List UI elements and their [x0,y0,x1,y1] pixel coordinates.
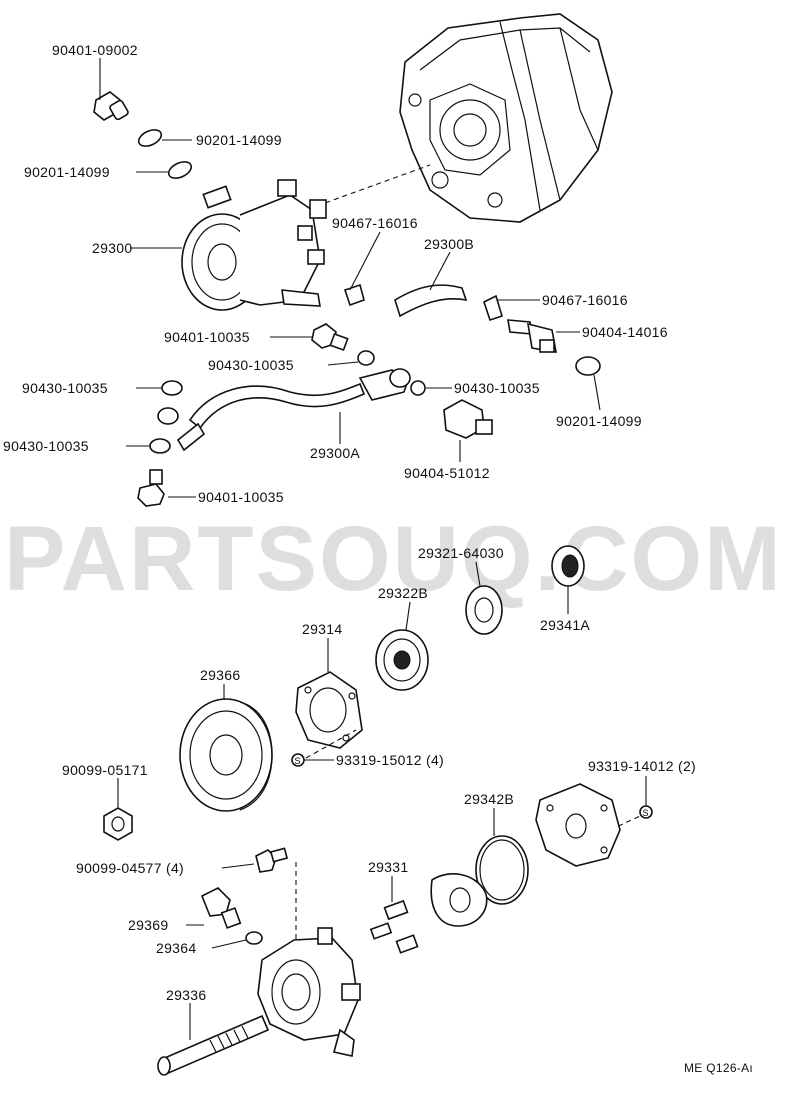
label-29366: 29366 [200,667,240,683]
label-93319-15012: 93319-15012 (4) [336,752,444,768]
union-bolt-90401-10035-b-shape [137,469,165,507]
label-29321-64030: 29321-64030 [418,545,504,561]
bolt-90099-04577-shape [255,847,289,873]
washer-90201-14099-a-shape [137,129,163,147]
label-29364: 29364 [156,940,196,956]
label-90430-10035-c: 90430-10035 [3,438,89,454]
union-bolt-90401-10035-a-shape [311,323,349,352]
pulley-29366-shape [179,698,273,812]
pump-housing-shape [257,927,361,1057]
clamp-90467-16016-a-shape [343,283,365,307]
label-90099-05171: 90099-05171 [62,762,148,778]
label-90201-14099-b: 90201-14099 [24,164,110,180]
leader-lines [99,58,647,1040]
label-93319-14012: 93319-14012 (2) [588,758,696,774]
label-90404-51012: 90404-51012 [404,465,490,481]
label-29300: 29300 [92,240,132,256]
label-90430-10035-d: 90430-10035 [454,380,540,396]
washer-29321-64030-shape [465,585,503,635]
label-90201-14099-a: 90201-14099 [196,132,282,148]
bearing-29322B-shape [375,629,429,691]
bracket-29314-shape [295,671,363,749]
label-29331: 29331 [368,859,408,875]
screw-93319-15012-dashed-line [305,729,357,759]
washer-90201-14099-b-shape [167,161,193,179]
hose-29300B-shape [394,284,468,318]
shaft-29336-shape [157,1014,270,1076]
label-29322B: 29322B [378,585,428,601]
label-90401-10035-a: 90401-10035 [164,329,250,345]
screw-s-glyph-2: S [643,808,649,818]
gasket-90430-10035-a-shape [357,350,375,366]
union-90404-51012-shape [443,399,493,439]
screw-93319-14012-dashed-line [609,815,641,831]
gasket-90430-10035-b2-shape [157,407,179,425]
label-90401-10035-b: 90401-10035 [198,489,284,505]
vane-parts-29331-shape [369,899,419,954]
label-29369: 29369 [128,917,168,933]
o-ring-29364-shape [245,931,263,945]
label-90467-16016-b: 90467-16016 [542,292,628,308]
gasket-90430-10035-c-shape [149,438,171,454]
nut-90099-05171-shape [103,807,133,841]
watermark: PARTSOUQ.COM [4,508,783,610]
bolt-90401-09002-shape [93,91,129,121]
label-90430-10035-b: 90430-10035 [22,380,108,396]
gasket-90430-10035-d-shape [410,380,426,396]
screw-s-glyph: S [295,756,301,766]
clamp-90467-16016-b-shape [483,294,503,322]
washer-90201-14099-c-shape [575,356,601,376]
label-29336: 29336 [166,987,206,1003]
rotor-cam-ring-shape [430,873,488,927]
label-90467-16016-a: 90467-16016 [332,215,418,231]
label-90401-09002: 90401-09002 [52,42,138,58]
label-90404-14016: 90404-14016 [582,324,668,340]
label-29314: 29314 [302,621,342,637]
pump-assembly-29300-shape [181,179,327,311]
valve-29369-shape [200,887,242,929]
label-29300B: 29300B [424,236,474,252]
gasket-90430-10035-b-shape [161,380,183,396]
cover-plate-shape [535,783,621,867]
label-29342B: 29342B [464,791,514,807]
label-90201-14099-c: 90201-14099 [556,413,642,429]
label-90099-04577: 90099-04577 (4) [76,860,184,876]
footer-code: ME Q126-Aı [684,1061,753,1075]
label-29300A: 29300A [310,445,360,461]
label-90430-10035-a: 90430-10035 [208,357,294,373]
fitting-90404-14016-shape [507,319,557,353]
o-ring-29342B-shape [475,835,529,905]
alternator-drawing [399,13,613,223]
oil-seal-29341A-shape [551,545,585,587]
label-29341A: 29341A [540,617,590,633]
pressure-hose-29300A-shape [176,368,411,452]
